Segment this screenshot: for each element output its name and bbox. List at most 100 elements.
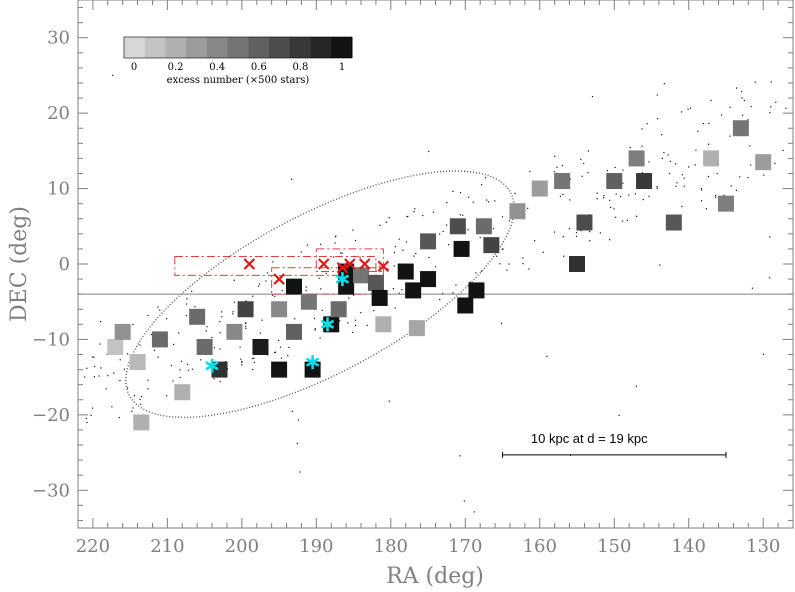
- colorbar-tick-label: 0.4: [209, 62, 225, 73]
- stream-dot: [556, 166, 558, 168]
- stream-dot: [258, 283, 261, 285]
- stream-dot: [589, 240, 591, 242]
- colorbar-cell: [227, 37, 249, 58]
- stream-dot: [287, 355, 289, 357]
- excess-square: [107, 338, 124, 355]
- stream-dot: [157, 306, 159, 308]
- stream-dot: [147, 388, 149, 390]
- stream-dot: [629, 146, 631, 149]
- field-dot: [769, 236, 771, 238]
- stream-dot: [741, 97, 743, 99]
- stream-dot: [486, 199, 488, 201]
- colorbar-cell: [331, 37, 353, 58]
- field-dot: [705, 208, 707, 210]
- stream-dot: [716, 172, 718, 175]
- stream-dot: [352, 294, 355, 296]
- stream-dot: [553, 231, 556, 233]
- stream-dot: [405, 241, 407, 243]
- stream-dot: [340, 252, 342, 254]
- stream-dot: [622, 169, 624, 171]
- stream-dot: [373, 310, 375, 312]
- x-tick-label: 210: [150, 536, 184, 557]
- stream-dot: [300, 251, 302, 253]
- stream-dot: [562, 235, 564, 238]
- stream-dot: [414, 208, 416, 210]
- stream-dot: [695, 149, 697, 151]
- stream-dot: [554, 155, 556, 157]
- excess-square: [554, 173, 571, 190]
- stream-dot: [675, 185, 677, 187]
- colorbar-tick-label: 0.8: [292, 62, 308, 73]
- red-cross: [318, 258, 330, 270]
- stream-dot: [252, 368, 254, 371]
- y-tick-label: −30: [32, 480, 70, 501]
- stream-dot: [313, 317, 316, 319]
- stream-dot: [272, 261, 274, 263]
- excess-square: [531, 180, 548, 197]
- field-dot: [500, 322, 503, 324]
- stream-dot: [589, 231, 591, 233]
- excess-square: [420, 233, 437, 250]
- excess-square: [375, 316, 392, 333]
- stream-dot: [472, 201, 474, 203]
- stream-dot: [740, 91, 743, 93]
- stream-dot: [468, 196, 470, 198]
- stream-dot: [86, 367, 88, 369]
- red-cross-layer: [243, 258, 390, 285]
- stream-dot: [613, 208, 615, 210]
- stream-dot: [147, 379, 149, 381]
- stream-dot: [770, 106, 772, 108]
- stream-dot: [542, 251, 544, 253]
- stream-dot: [626, 219, 629, 221]
- x-tick-label: 170: [448, 536, 482, 557]
- stream-dot: [467, 229, 469, 231]
- colorbar-tick-label: 0.2: [168, 62, 184, 73]
- stream-dot: [681, 174, 683, 176]
- excess-square: [449, 218, 466, 235]
- x-tick-label: 220: [76, 536, 110, 557]
- cyan-star: [335, 272, 350, 287]
- stream-dot: [91, 356, 94, 358]
- stream-dot: [694, 164, 696, 166]
- field-dot: [473, 511, 475, 513]
- stream-dot: [179, 376, 181, 379]
- stream-dot: [741, 114, 744, 116]
- stream-dot: [428, 256, 430, 259]
- stream-dot: [750, 105, 752, 108]
- stream-dot: [448, 244, 450, 246]
- stream-dot: [213, 347, 215, 349]
- excess-square: [129, 354, 146, 371]
- stream-dot: [252, 295, 254, 297]
- stream-dot: [185, 303, 188, 305]
- stream-dot: [351, 331, 354, 334]
- stream-dot: [587, 172, 589, 174]
- stream-dot: [107, 375, 109, 377]
- stream-dot: [133, 395, 136, 397]
- red-cross: [336, 261, 349, 274]
- stream-dot: [522, 257, 524, 259]
- stream-dot: [700, 200, 703, 202]
- stream-dot: [385, 221, 388, 223]
- stream-dot: [708, 122, 710, 125]
- stream-dot: [501, 216, 504, 218]
- stream-dot: [219, 332, 221, 334]
- stream-dot: [279, 346, 282, 348]
- stream-dot: [559, 195, 562, 197]
- stream-dot: [106, 353, 108, 355]
- x-tick-label: 190: [299, 536, 333, 557]
- stream-dot: [105, 388, 107, 390]
- excess-square: [151, 331, 168, 348]
- stream-dot: [701, 189, 703, 191]
- x-tick-label: 130: [746, 536, 780, 557]
- stream-dot: [172, 380, 174, 382]
- stream-dot: [422, 214, 424, 217]
- stream-dot: [494, 200, 496, 202]
- stream-dot: [663, 151, 665, 154]
- stream-dot: [669, 160, 671, 163]
- stream-dot: [669, 172, 671, 175]
- stream-dot: [583, 162, 585, 165]
- colorbar-cell: [310, 37, 332, 58]
- colorbar-title: excess number (×500 stars): [167, 75, 310, 86]
- red-cross: [358, 258, 371, 270]
- stream-dot: [253, 357, 255, 359]
